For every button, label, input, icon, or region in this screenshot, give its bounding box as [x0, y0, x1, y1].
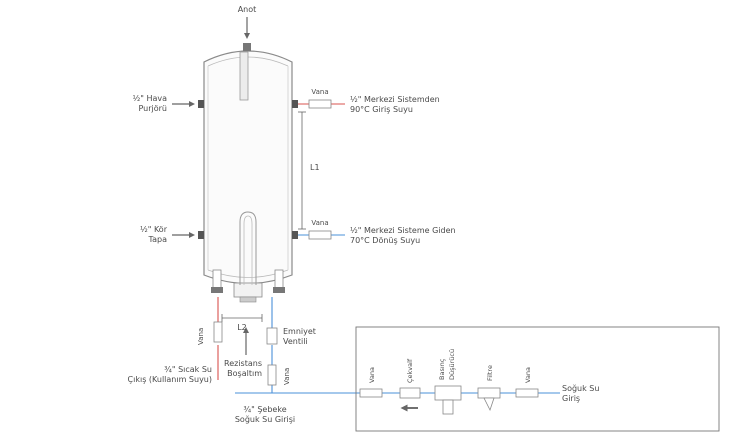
hot-inlet-label-1: ½" Merkezi Sistemden: [350, 95, 440, 104]
blind-plug-label-2: Tapa: [148, 235, 168, 244]
inlet-fitting: [292, 100, 298, 108]
safety-valve-label-2: Ventili: [283, 337, 308, 346]
blind-plug-label-1: ½" Kör: [140, 225, 168, 234]
box-valve-2: [515, 388, 539, 398]
valve-hot-outlet: [213, 321, 223, 343]
valve-return-label: Vana: [311, 219, 328, 227]
valve-cold-inlet: [267, 364, 277, 386]
return-label-1: ½" Merkezi Sisteme Giden: [350, 226, 456, 235]
pressure-reducer-label-2: Düşürücü: [448, 349, 456, 380]
pressure-reducer-label-1: Basınç: [438, 358, 446, 380]
cold-inlet-line: [266, 297, 278, 393]
box-valve-1-label: Vana: [368, 367, 376, 383]
check-valve: [399, 387, 421, 399]
safety-valve: [266, 327, 278, 345]
boiler-tank: [203, 50, 293, 303]
hot-outlet-label-1: ¾" Sıcak Su: [164, 365, 212, 374]
hot-inlet-label-2: 90°C Giriş Suyu: [350, 105, 413, 114]
mains-cold-label-1: ¾" Şebeke: [243, 405, 286, 414]
box-valve-2-label: Vana: [524, 367, 532, 383]
pressure-reducer: [434, 385, 462, 415]
inlet-assembly-frame: [355, 326, 720, 432]
valve-hot-outlet-label: Vana: [197, 328, 205, 345]
return-fitting: [292, 231, 298, 239]
l2-label: L2: [237, 323, 247, 332]
valve-inlet: [308, 99, 332, 109]
hot-outlet-line: [213, 297, 223, 380]
valve-return: [308, 230, 332, 240]
drain-label-2: Boşaltım: [227, 369, 262, 378]
l1-label: L1: [310, 163, 320, 172]
safety-valve-label-1: Emniyet: [283, 327, 316, 336]
cold-inlet-label-2: Giriş: [562, 394, 580, 403]
cold-inlet-label-1: Soğuk Su: [562, 384, 599, 393]
anode-label: Anot: [238, 5, 257, 14]
air-vent-fitting: [198, 100, 204, 108]
air-vent-label-2: Purjörü: [138, 104, 167, 113]
blind-plug-fitting: [198, 231, 204, 239]
valve-cold-inlet-label: Vana: [283, 368, 291, 385]
return-label-2: 70°C Dönüş Suyu: [350, 236, 420, 245]
valve-inlet-label: Vana: [311, 88, 328, 96]
drain-label-1: Rezistans: [224, 359, 262, 368]
heating-coil: [239, 211, 257, 285]
anode-rod: [239, 43, 251, 101]
box-valve-1: [359, 388, 383, 398]
check-valve-label: Çekvalf: [406, 358, 414, 383]
filter: [477, 387, 501, 412]
air-vent-label-1: ½" Hava: [132, 94, 167, 103]
hot-outlet-label-2: Çıkış (Kullanım Suyu): [128, 375, 212, 384]
mains-cold-label-2: Soğuk Su Girişi: [235, 415, 295, 424]
filter-label: Filtre: [486, 365, 494, 381]
